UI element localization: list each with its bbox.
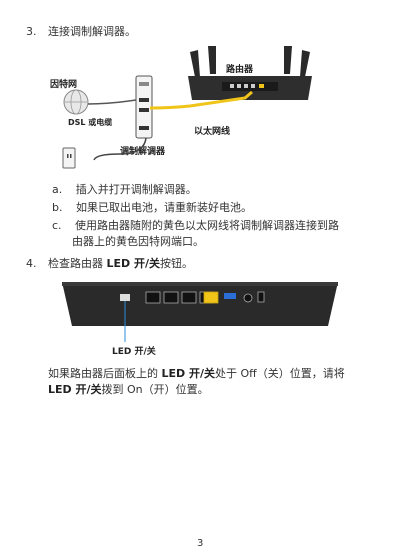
ethernet-cable: [149, 90, 253, 110]
step-4-heading: 4. 检查路由器 LED 开/关按钮。: [26, 257, 194, 270]
modem-illustration: [135, 75, 153, 139]
internet-globe-icon: [63, 89, 89, 115]
router-illustration: [188, 46, 312, 100]
internet-port: [203, 291, 219, 304]
led-instruction-line-1: 如果路由器后面板上的 LED 开/关处于 Off（关）位置，请将: [48, 367, 345, 380]
ethernet-label: 以太网线: [194, 125, 230, 137]
substep-a: a. 插入并打开调制解调器。: [52, 183, 197, 196]
connection-diagram: 路由器 因特网 DSL 或电缆 调制解调器 以太网线: [50, 46, 312, 169]
substep-c: c. 使用路由器随附的黄色以太网线将调制解调器连接到路: [52, 219, 340, 232]
internet-label: 因特网: [50, 78, 77, 90]
substep-c-continued: 由器上的黄色因特网端口。: [72, 235, 204, 248]
dsl-label: DSL 或电缆: [68, 117, 112, 127]
led-instruction-line-2: LED 开/关拨到 On（开）位置。: [48, 383, 209, 396]
step-3-heading: 3. 连接调制解调器。: [26, 25, 136, 38]
page-number: 3: [197, 538, 204, 549]
power-outlet-icon: [62, 147, 76, 169]
led-callout-label: LED 开/关: [112, 347, 156, 357]
substep-b: b. 如果已取出电池，请重新装好电池。: [52, 201, 252, 214]
router-rear-panel-diagram: [62, 282, 338, 342]
router-label: 路由器: [226, 63, 254, 75]
modem-label: 调制解调器: [120, 145, 166, 157]
led-switch: [120, 294, 130, 301]
